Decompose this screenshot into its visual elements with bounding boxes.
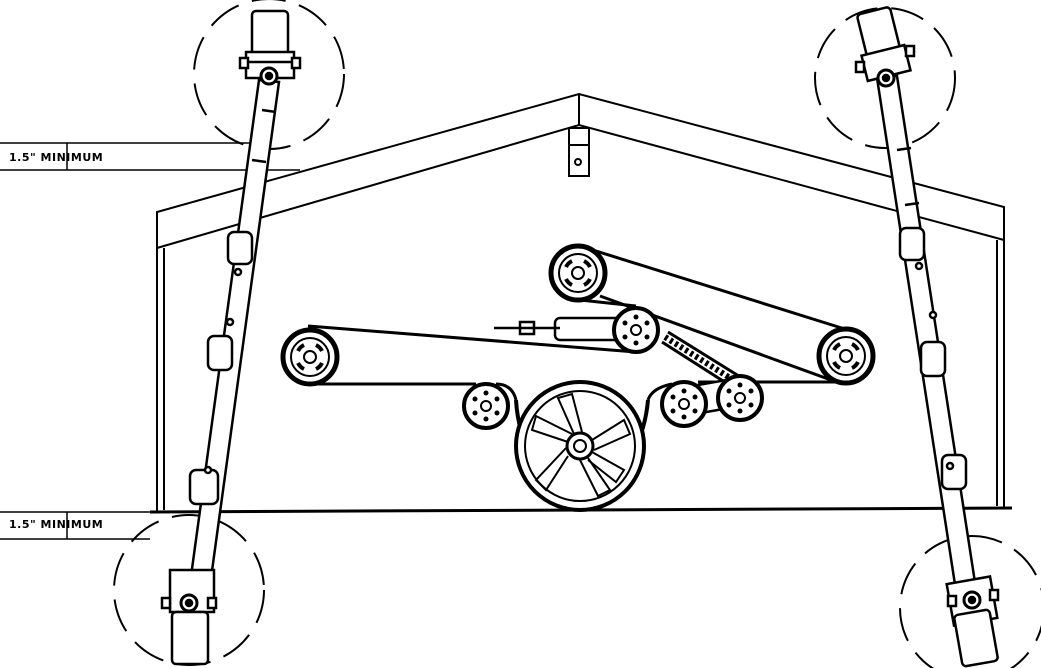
caster-top-right	[854, 6, 916, 88]
left-idler	[462, 382, 510, 430]
caster-bottom-right	[945, 575, 1000, 668]
drive-wheel	[514, 380, 646, 512]
top-pulley	[551, 246, 605, 300]
center-bracket	[568, 127, 590, 177]
caster-bottom-left	[160, 568, 218, 666]
left-leg	[186, 78, 281, 602]
top-clearance-label: 1.5" MINIMUM	[9, 151, 104, 164]
dimension-lines	[0, 142, 300, 540]
caster-top-left	[238, 9, 302, 86]
right-leg	[875, 74, 980, 606]
tension-idler	[612, 306, 660, 354]
bottom-clearance-label: 1.5" MINIMUM	[9, 518, 104, 531]
lower-idler-2	[716, 374, 764, 422]
lower-idler-1	[660, 380, 708, 428]
left-pulley	[283, 330, 337, 384]
right-pulley	[819, 329, 873, 383]
